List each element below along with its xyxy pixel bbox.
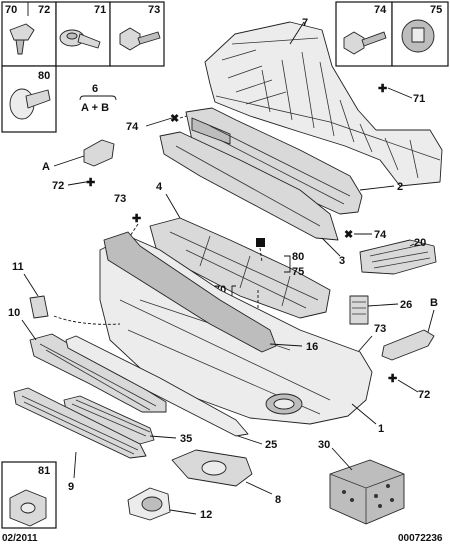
label-25: 25 [265, 439, 277, 451]
label-9: 9 [68, 481, 74, 493]
leader-25 [237, 435, 263, 445]
label-72c: 72 [418, 389, 430, 401]
marker-80b [256, 238, 265, 247]
leader-72b [67, 181, 87, 186]
leader-11 [23, 273, 39, 297]
fastener-box-80 [1, 65, 57, 133]
label-3: 3 [339, 255, 345, 267]
label-74b: 74 [126, 121, 139, 133]
right-grille [359, 239, 437, 275]
marker-74b: ✖ [170, 113, 179, 125]
clip-26 [349, 295, 369, 325]
leader-9 [73, 451, 77, 479]
label-71b: 71 [413, 93, 425, 105]
label-73: 73 [148, 4, 160, 16]
fastener-box-70-72 [1, 1, 57, 67]
leader-2 [359, 185, 395, 191]
leader-7 [289, 21, 305, 45]
label-74c: 74 [374, 229, 387, 241]
footer-ref: 00072236 [398, 533, 443, 544]
label-72: 72 [38, 4, 50, 16]
leader-1 [351, 403, 377, 425]
marker-74c: ✖ [344, 229, 353, 241]
marker-72b: ✚ [86, 177, 95, 189]
lower-crossbar [159, 131, 339, 241]
dash-73b [129, 223, 139, 237]
fastener-box-73 [109, 1, 165, 67]
leader-20 [409, 243, 415, 247]
marker-72c: ✚ [388, 373, 397, 385]
leader-a [53, 155, 85, 167]
label-73c: 73 [374, 323, 386, 335]
fastener-box-74 [335, 1, 393, 67]
marker-73b: ✚ [132, 213, 141, 225]
leader-72c [397, 379, 419, 393]
leader-12 [169, 509, 197, 515]
label-81b: 81 [38, 465, 50, 477]
label-10: 10 [8, 307, 20, 319]
clip-kit-box [329, 459, 405, 525]
bracket-b [381, 329, 435, 361]
label-4: 4 [156, 181, 163, 193]
label-30: 30 [318, 439, 330, 451]
leader-73c [357, 335, 373, 353]
label-16: 16 [306, 341, 318, 353]
leader-74b [145, 117, 173, 127]
fastener-box-75 [391, 1, 449, 67]
label-26: 26 [400, 299, 412, 311]
label-80: 80 [38, 70, 50, 82]
lower-lip [65, 335, 249, 437]
fog-lamp [127, 487, 171, 521]
group-bracket [79, 95, 117, 101]
footer-date: 02/2011 [2, 533, 38, 544]
fastener-box-71 [55, 1, 111, 67]
label-b: B [430, 297, 438, 309]
leader-4 [165, 193, 181, 219]
label-6: 6 [92, 83, 98, 95]
bracket-11 [29, 295, 49, 319]
label-74: 74 [374, 4, 387, 16]
leader-b [427, 309, 435, 333]
label-1: 1 [378, 423, 384, 435]
label-11: 11 [12, 261, 24, 273]
leader-26 [367, 303, 399, 307]
label-71: 71 [94, 4, 106, 16]
dash-80b [259, 247, 263, 263]
label-73b: 73 [114, 193, 126, 205]
label-8: 8 [275, 494, 281, 506]
leader-71b [387, 87, 413, 99]
label-2: 2 [397, 181, 403, 193]
label-75b: 75 [292, 266, 304, 278]
chrome-strip [103, 231, 277, 353]
label-12: 12 [200, 509, 212, 521]
fastener-box-81 [1, 461, 57, 529]
marker-71: ✚ [378, 83, 387, 95]
bracket-a [83, 139, 115, 167]
lower-grille-panel [13, 387, 147, 459]
label-20: 20 [414, 237, 426, 249]
leader-35 [149, 435, 177, 439]
label-75: 75 [430, 4, 442, 16]
label-80b: 80 [292, 251, 304, 263]
label-70: 70 [5, 4, 17, 16]
bracket-80-75 [284, 255, 291, 273]
leader-8 [245, 481, 273, 495]
foglamp-bracket [171, 449, 253, 487]
leader-16 [269, 343, 303, 347]
leader-30 [331, 447, 353, 471]
leader-3 [321, 237, 341, 257]
dash-10 [53, 315, 121, 325]
label-7: 7 [302, 17, 308, 29]
label-group-ab: A + B [81, 102, 109, 114]
label-72b: 72 [52, 180, 64, 192]
label-a: A [42, 161, 50, 173]
leader-10 [21, 319, 37, 341]
label-35: 35 [180, 433, 192, 445]
upper-front-panel [204, 21, 443, 187]
